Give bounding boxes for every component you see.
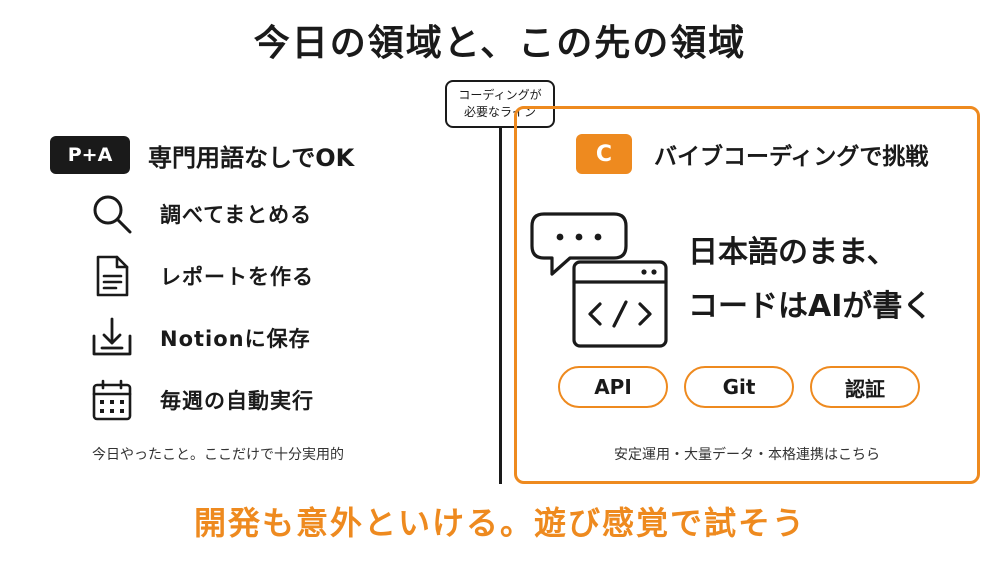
pa-badge: P+A	[50, 136, 130, 174]
download-icon	[92, 317, 132, 356]
pill-git: Git	[684, 366, 794, 408]
left-note: 今日やったこと。ここだけで十分実用的	[92, 447, 344, 463]
left-header: P+A 専門用語なしでOK	[50, 136, 354, 174]
left-item-research: 調べてまとめる	[90, 192, 312, 236]
right-panel	[514, 106, 980, 484]
right-main-line1: 日本語のまま、	[688, 235, 897, 270]
bottom-message: 開発も意外といける。遊び感覚で試そう	[193, 504, 806, 542]
right-header-text: バイブコーディングで挑戦	[654, 144, 929, 170]
right-header: C バイブコーディングで挑戦	[576, 134, 928, 174]
left-item-save: Notionに保存	[90, 316, 311, 360]
calendar-icon	[92, 379, 132, 421]
left-item-label: 毎週の自動実行	[160, 389, 314, 413]
page-title: 今日の領域と、この先の領域	[253, 23, 747, 64]
left-item-schedule: 毎週の自動実行	[90, 378, 314, 422]
left-header-text: 専門用語なしでOK	[148, 143, 355, 172]
left-item-label: 調べてまとめる	[160, 203, 313, 227]
coding-line-label: コーディングが 必要なライン	[445, 80, 555, 128]
right-main-text: 日本語のまま、 コードはAIが書く	[688, 226, 932, 334]
pill-auth: 認証	[810, 366, 920, 408]
left-item-label: レポートを作る	[160, 265, 314, 289]
chat-code-icon	[530, 212, 668, 348]
c-badge: C	[576, 134, 632, 174]
coding-line-label-line1: コーディングが	[458, 88, 542, 102]
search-icon	[93, 195, 132, 234]
left-item-label: Notionに保存	[160, 327, 311, 351]
right-main-line2: コードはAIが書く	[688, 289, 933, 324]
right-note: 安定運用・大量データ・本格連携はこちら	[614, 447, 880, 463]
left-item-report: レポートを作る	[90, 254, 314, 298]
document-icon	[96, 255, 129, 297]
pill-api: API	[558, 366, 668, 408]
coding-line-divider	[499, 124, 502, 484]
